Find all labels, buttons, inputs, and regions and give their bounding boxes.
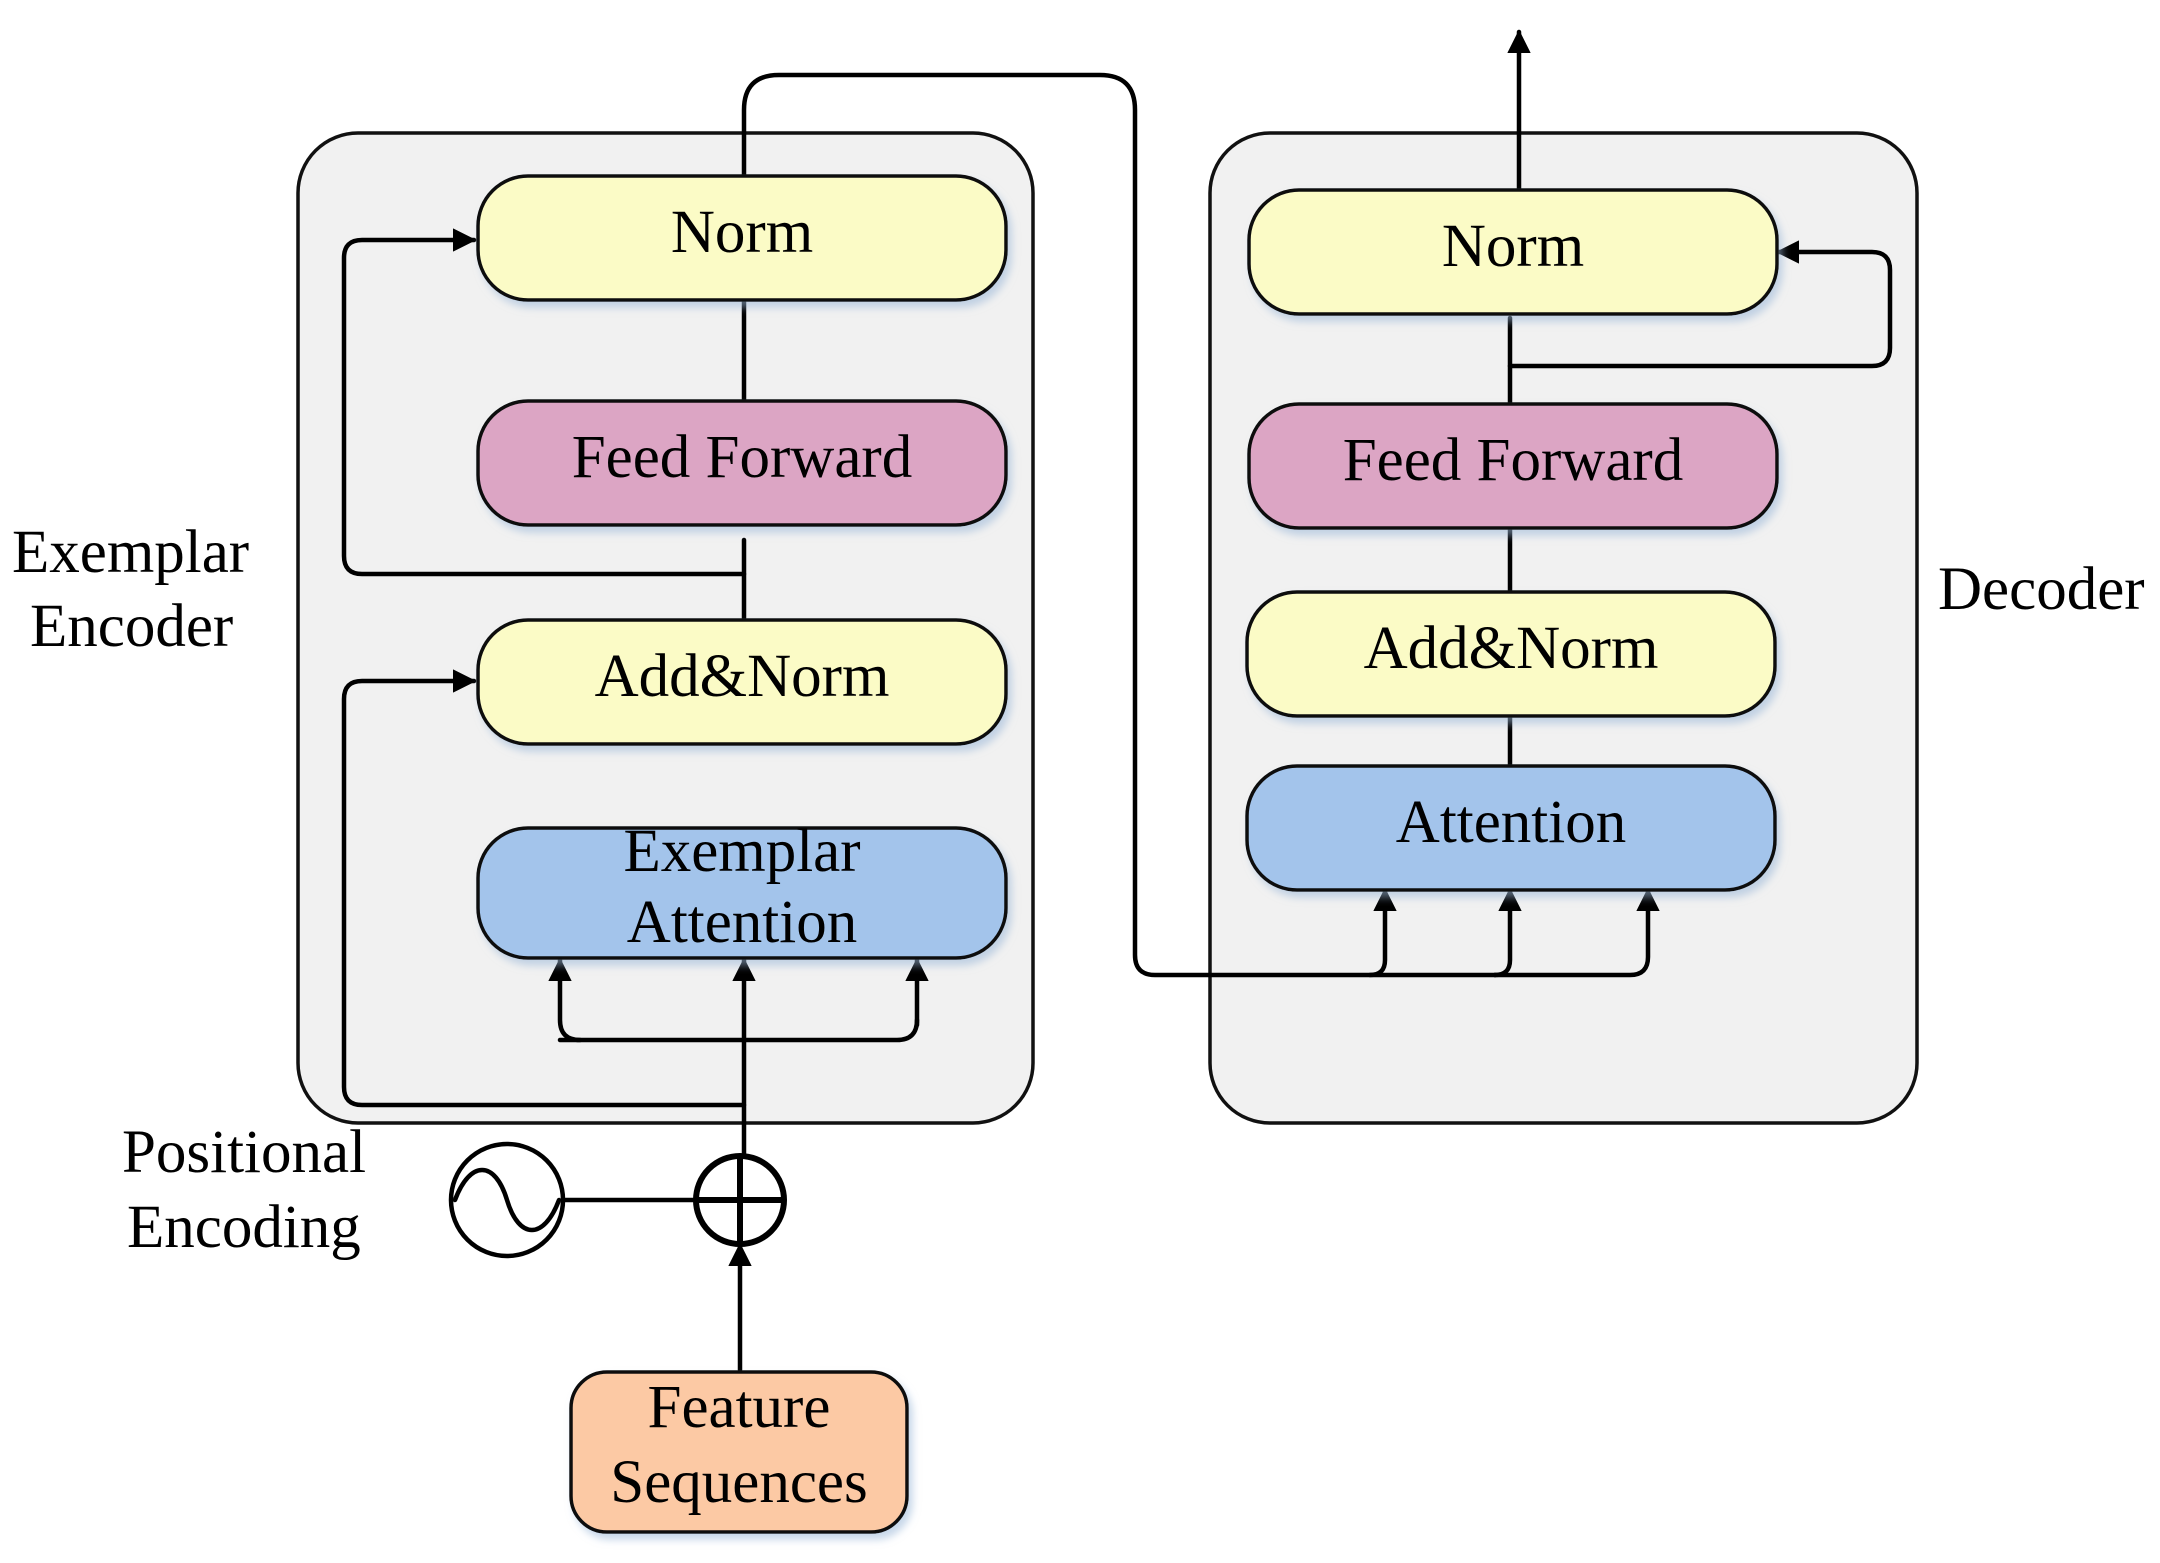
- circled-plus-icon: [693, 1153, 787, 1247]
- decoder-norm-block: Norm: [1247, 188, 1779, 316]
- decoder-add-norm-label: Add&Norm: [1364, 615, 1659, 682]
- encoder-to-decoder-wire: [741, 72, 1498, 978]
- encoder-attention-label-line2: Attention: [627, 889, 857, 956]
- decoder-feed-forward-block: Feed Forward: [1247, 402, 1779, 530]
- encoder-q-arrow: [548, 957, 583, 1043]
- sine-wave-icon: [448, 1141, 566, 1259]
- encoder-label-line2: Encoder: [30, 593, 233, 660]
- decoder-feed-forward-label: Feed Forward: [1343, 427, 1684, 494]
- decoder-attention-block: Attention: [1245, 764, 1777, 892]
- connection-wires: [341, 29, 1893, 1373]
- decoder-label: Decoder: [1938, 556, 2145, 623]
- feature-sequences-block: Feature Sequences: [569, 1370, 909, 1534]
- decoder-attention-label: Attention: [1396, 789, 1626, 856]
- encoder-residual-1-wire: [341, 669, 747, 1108]
- feature-sequences-label-line1: Feature: [648, 1374, 831, 1441]
- encoder-feed-forward-block: Feed Forward: [476, 399, 1008, 527]
- encoder-add-norm-label: Add&Norm: [595, 643, 890, 710]
- encoder-norm-block: Norm: [476, 174, 1008, 302]
- decoder-q-arrow: [1367, 887, 1397, 978]
- positional-encoding-label-line2: Encoding: [127, 1194, 361, 1261]
- decoder-add-norm-block: Add&Norm: [1245, 590, 1777, 718]
- encoder-label-line1: Exemplar: [12, 519, 249, 586]
- feature-sequences-label-line2: Sequences: [610, 1449, 867, 1516]
- positional-encoding-label-line1: Positional: [122, 1119, 366, 1186]
- encoder-residual-2-wire: [341, 228, 747, 577]
- encoder-add-norm-block: Add&Norm: [476, 618, 1008, 746]
- decoder-norm-label: Norm: [1442, 213, 1584, 280]
- decoder-v-arrow: [1492, 887, 1660, 978]
- decoder-residual-wire: [1507, 240, 1893, 369]
- encoder-attention-block: Exemplar Attention: [476, 818, 1008, 960]
- encoder-norm-label: Norm: [671, 199, 813, 266]
- encoder-feed-forward-label: Feed Forward: [572, 424, 913, 491]
- encoder-attention-label-line1: Exemplar: [623, 818, 860, 885]
